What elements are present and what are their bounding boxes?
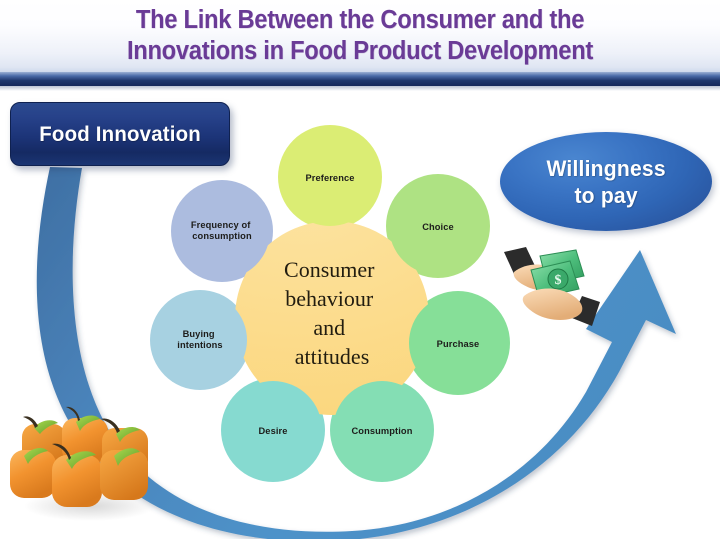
petal-label-desire: Desire	[258, 426, 287, 436]
food-innovation-label: Food Innovation	[39, 121, 201, 146]
orange-cube	[10, 448, 56, 498]
cube-oranges-photo	[10, 406, 156, 521]
petal-label-purchase: Purchase	[437, 339, 480, 349]
currency-symbol: $	[555, 273, 562, 288]
banknote-seal	[547, 268, 569, 290]
orange-cube	[62, 406, 108, 463]
petal-label-choice: Choice	[422, 222, 454, 232]
petal-label-frequency: Frequency of consumption	[191, 220, 253, 241]
hand-lower	[522, 288, 583, 320]
petal-label-consumption: Consumption	[351, 426, 412, 436]
core-label: Consumer behaviour and attitudes	[284, 257, 380, 369]
money-in-hands-photo: $	[504, 247, 600, 326]
orange-cube	[52, 443, 102, 507]
petal-label-preference: Preference	[305, 173, 354, 183]
food-innovation-node[interactable]: Food Innovation	[10, 102, 230, 166]
petal-label-buying: Buying intentions	[177, 329, 222, 350]
orange-cube	[100, 448, 148, 500]
